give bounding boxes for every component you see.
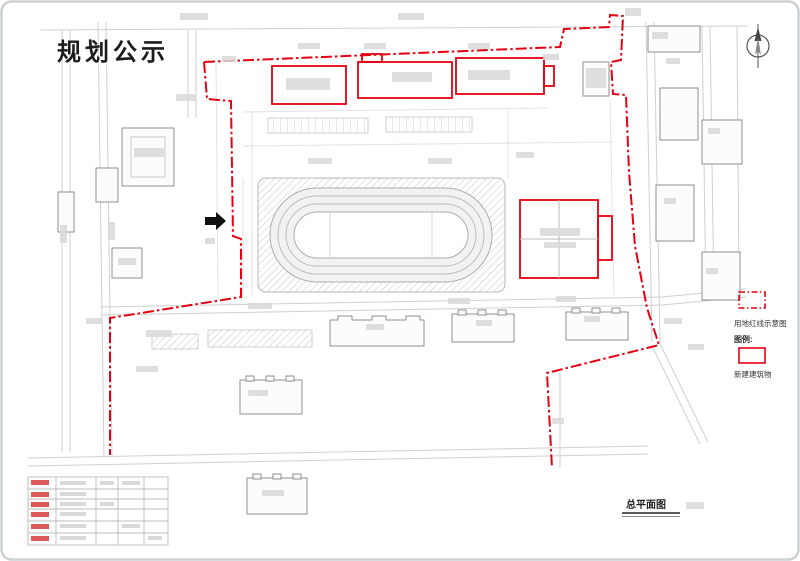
- drawing-title: 总平面图: [622, 498, 680, 517]
- blurred-label: [540, 228, 580, 236]
- blurred-label: [625, 8, 641, 16]
- blurred-label: [652, 32, 668, 39]
- blurred-label: [364, 43, 386, 49]
- blurred-label: [543, 54, 559, 60]
- blurred-label: [708, 128, 720, 134]
- blurred-label: [222, 56, 236, 62]
- blurred-label: [688, 344, 704, 350]
- blurred-label: [176, 94, 196, 101]
- existing-building: [95, 167, 119, 203]
- blurred-label: [60, 225, 67, 243]
- existing-building: [655, 184, 695, 242]
- existing-building: [701, 119, 743, 165]
- blurred-label: [248, 390, 268, 396]
- blurred-label: [136, 366, 158, 372]
- blurred-label: [86, 318, 102, 324]
- blurred-label: [664, 318, 682, 324]
- blurred-label: [286, 78, 330, 90]
- blurred-label: [180, 13, 208, 20]
- legend-boundary-label: 用地红线示意图: [734, 318, 787, 328]
- legend-newbuilding-label: 新建建筑物: [734, 369, 772, 379]
- blurred-label: [262, 490, 284, 496]
- legend-newbuilding-symbol: [738, 347, 766, 364]
- title-block-gray-entries: [60, 481, 162, 540]
- blurred-label: [476, 320, 492, 326]
- blurred-label: [552, 418, 564, 424]
- running-track: [257, 177, 506, 293]
- site-boundary-redline: [109, 13, 661, 469]
- new-building: [357, 61, 453, 99]
- page-title: 规划公示: [57, 39, 169, 66]
- blurred-label: [248, 303, 272, 309]
- title-block-table: [27, 476, 169, 546]
- blurred-label: [584, 316, 600, 322]
- legend: 用地红线示意图 图例: 新建建筑物: [734, 291, 787, 379]
- blurred-label: [392, 72, 432, 82]
- blurred-label: [205, 238, 215, 244]
- entrance-arrow-icon: [205, 212, 226, 230]
- legend-boundary-symbol: [738, 291, 766, 309]
- new-buildings: [271, 53, 613, 279]
- campus-paths: [215, 63, 615, 299]
- blurred-label: [108, 222, 115, 240]
- blurred-label: [706, 268, 718, 274]
- blurred-label: [544, 242, 576, 248]
- title-block-red-entries: [31, 480, 49, 541]
- drawing-title-label: 总平面图: [626, 498, 666, 511]
- residential-building: [329, 315, 425, 347]
- blurred-label: [468, 70, 510, 80]
- blurred-label: [448, 298, 470, 304]
- blurred-label: [366, 324, 384, 330]
- blurred-label: [666, 58, 680, 64]
- existing-building: [701, 251, 741, 301]
- blurred-label: [146, 330, 172, 337]
- blurred-label: [428, 158, 452, 164]
- blurred-label: [308, 158, 332, 164]
- blurred-label: [134, 148, 164, 157]
- blurred-label: [468, 43, 490, 49]
- parking-strips: [151, 116, 473, 350]
- residential-building: [239, 379, 303, 415]
- north-arrow-icon: [746, 24, 770, 68]
- residential-building: [451, 313, 515, 343]
- blurred-label: [556, 296, 576, 302]
- blurred-label: [398, 13, 424, 20]
- blurred-label: [516, 152, 534, 158]
- existing-building: [659, 87, 699, 141]
- legend-title: 图例:: [734, 334, 753, 344]
- blurred-label: [686, 502, 704, 509]
- blurred-label: [118, 258, 136, 265]
- blurred-label: [586, 68, 606, 88]
- new-building: [271, 65, 347, 105]
- blurred-label: [298, 43, 320, 49]
- blurred-label: [664, 198, 676, 204]
- blurred-annotations: [60, 8, 720, 509]
